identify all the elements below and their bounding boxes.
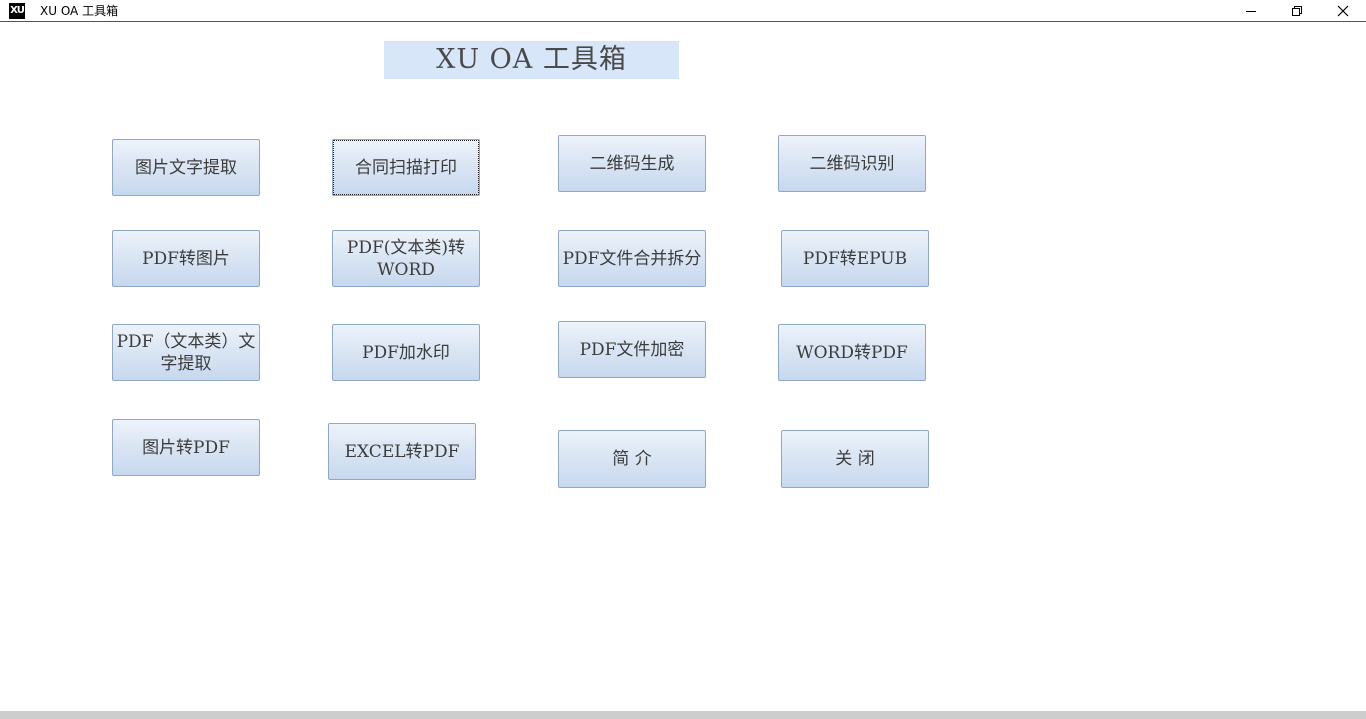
- minimize-button[interactable]: [1228, 0, 1274, 21]
- pdf-to-epub-button[interactable]: PDF转EPUB: [781, 230, 929, 287]
- button-label: PDF加水印: [362, 342, 450, 363]
- button-label: PDF转EPUB: [802, 248, 908, 269]
- window-title: XU OA 工具箱: [40, 4, 119, 18]
- button-label: PDF文件加密: [579, 339, 685, 360]
- qrcode-generate-button[interactable]: 二维码生成: [558, 135, 706, 192]
- app-logo-icon: XU: [9, 3, 25, 19]
- pdf-merge-split-button[interactable]: PDF文件合并拆分: [558, 230, 706, 287]
- button-label: 二维码生成: [589, 153, 675, 174]
- button-label: 图片文字提取: [135, 157, 237, 178]
- title-bar[interactable]: XU XU OA 工具箱: [0, 0, 1366, 22]
- pdf-watermark-button[interactable]: PDF加水印: [332, 324, 480, 381]
- image-text-extract-button[interactable]: 图片文字提取: [112, 139, 260, 196]
- pdf-text-to-word-button[interactable]: PDF(文本类)转 WORD: [332, 230, 480, 287]
- button-label: 合同扫描打印: [355, 157, 457, 178]
- button-label: 图片转PDF: [142, 437, 230, 458]
- contract-scan-print-button[interactable]: 合同扫描打印: [332, 139, 480, 196]
- qrcode-recognize-button[interactable]: 二维码识别: [778, 135, 926, 192]
- pdf-to-image-button[interactable]: PDF转图片: [112, 230, 260, 287]
- button-label: 关 闭: [835, 449, 875, 469]
- minimize-icon: [1246, 10, 1256, 12]
- button-label: PDF转图片: [142, 248, 230, 269]
- close-button[interactable]: 关 闭: [781, 430, 929, 488]
- close-icon: [1337, 5, 1349, 16]
- page-title: XU OA 工具箱: [384, 41, 679, 79]
- button-label: PDF（文本类）文 字提取: [116, 331, 256, 374]
- intro-button[interactable]: 简 介: [558, 430, 706, 488]
- button-label: PDF文件合并拆分: [562, 248, 702, 269]
- button-label: PDF(文本类)转 WORD: [346, 237, 466, 280]
- restore-button[interactable]: [1274, 0, 1320, 21]
- excel-to-pdf-button[interactable]: EXCEL转PDF: [328, 423, 476, 480]
- restore-icon: [1292, 5, 1302, 16]
- button-label: 简 介: [612, 449, 652, 469]
- button-label: WORD转PDF: [796, 342, 908, 363]
- pdf-text-extract-button[interactable]: PDF（文本类）文 字提取: [112, 324, 260, 381]
- image-to-pdf-button[interactable]: 图片转PDF: [112, 419, 260, 476]
- button-label: EXCEL转PDF: [344, 441, 460, 462]
- word-to-pdf-button[interactable]: WORD转PDF: [778, 324, 926, 381]
- bottom-strip: [0, 711, 1366, 719]
- close-window-button[interactable]: [1320, 0, 1366, 21]
- button-label: 二维码识别: [809, 153, 895, 174]
- pdf-encrypt-button[interactable]: PDF文件加密: [558, 321, 706, 378]
